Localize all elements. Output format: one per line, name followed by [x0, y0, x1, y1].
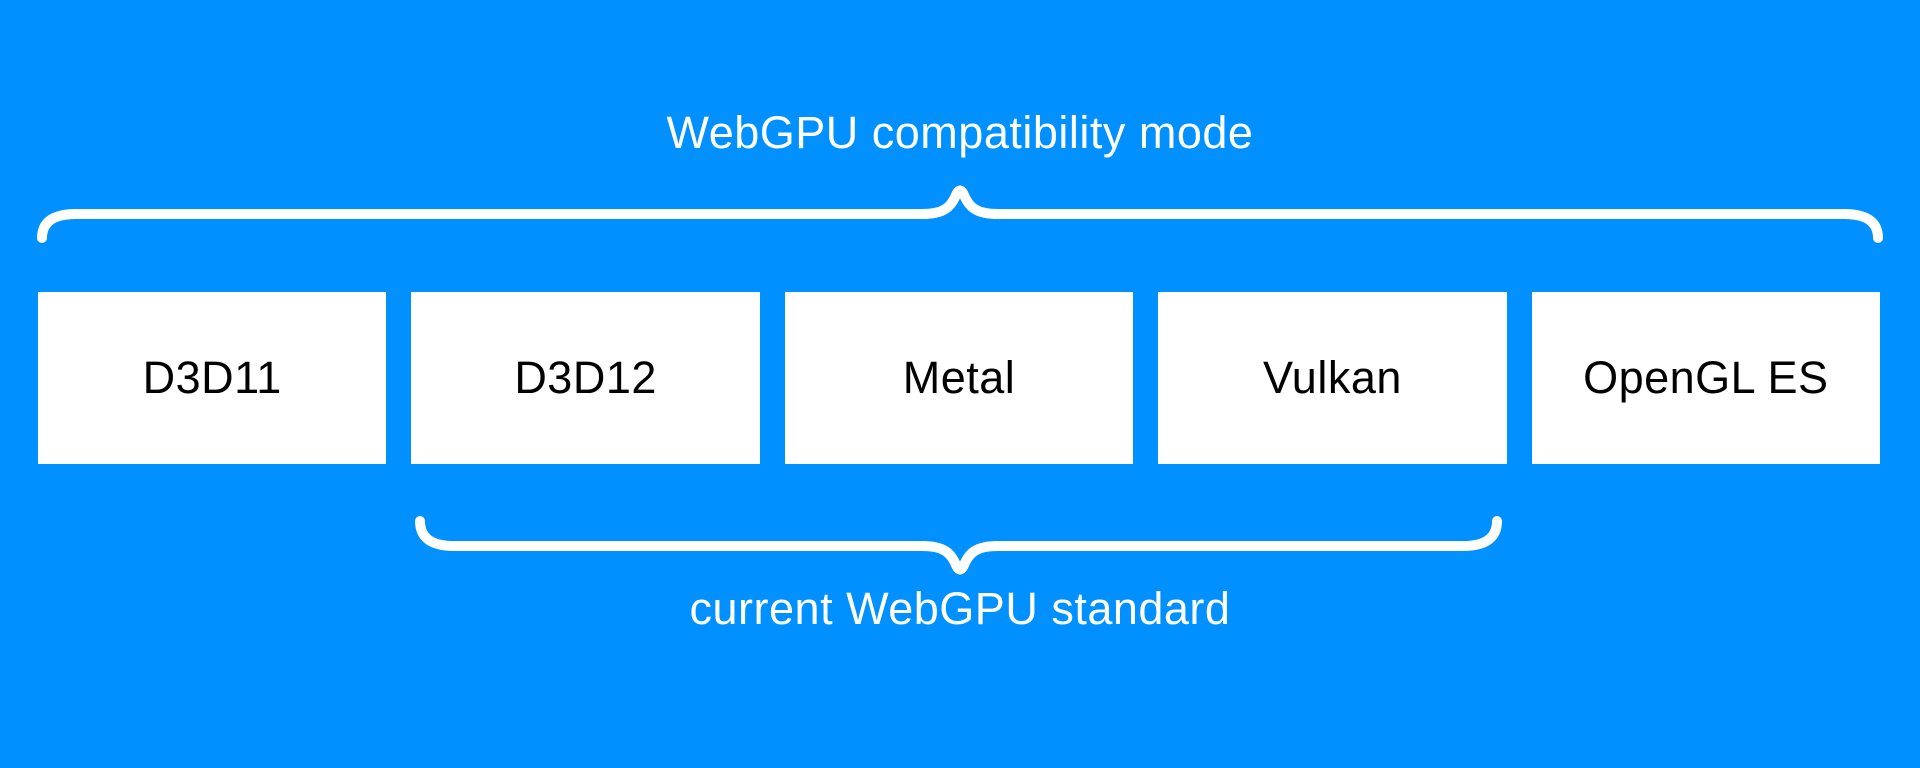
- api-boxes-row: D3D11 D3D12 Metal Vulkan OpenGL ES: [38, 292, 1881, 464]
- api-box-opengl-es: OpenGL ES: [1531, 292, 1881, 464]
- api-box-label: OpenGL ES: [1583, 352, 1829, 403]
- top-brace-label: WebGPU compatibility mode: [666, 107, 1254, 158]
- api-box-d3d12: D3D12: [411, 292, 760, 464]
- top-brace: [37, 185, 1883, 243]
- bottom-brace: [415, 516, 1502, 575]
- api-box-metal: Metal: [784, 292, 1134, 464]
- api-box-label: Metal: [902, 352, 1016, 403]
- api-box-label: Vulkan: [1262, 352, 1402, 403]
- api-box-vulkan: Vulkan: [1158, 292, 1507, 464]
- api-box-label: D3D12: [514, 352, 657, 403]
- bottom-brace-label: current WebGPU standard: [689, 583, 1231, 634]
- api-box-d3d11: D3D11: [38, 292, 387, 464]
- api-box-label: D3D11: [142, 352, 282, 403]
